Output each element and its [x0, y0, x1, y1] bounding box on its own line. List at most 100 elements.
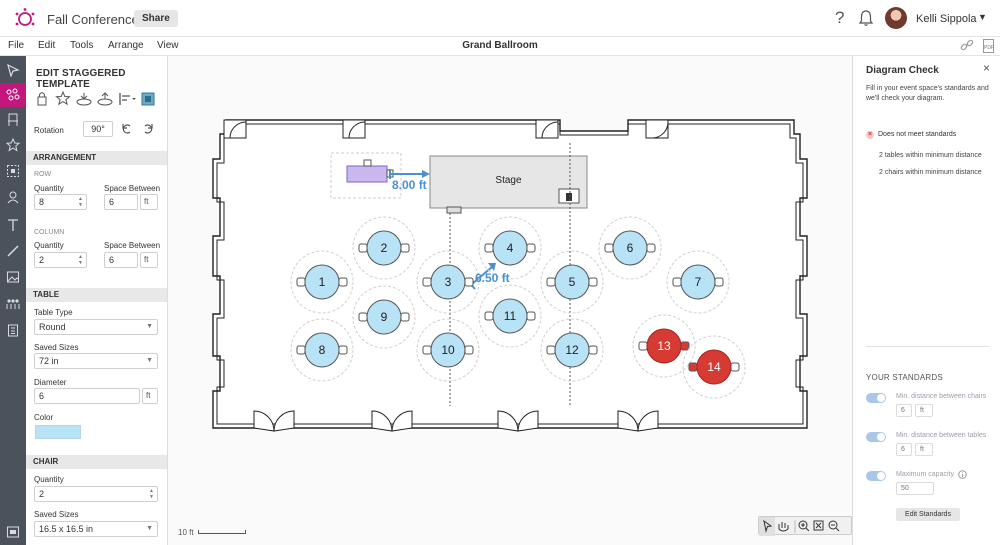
chair[interactable] — [296, 277, 306, 287]
table-top[interactable] — [304, 264, 340, 300]
round-table[interactable]: 4 — [478, 216, 542, 280]
chair[interactable] — [546, 345, 556, 355]
text-tool-icon[interactable] — [0, 213, 26, 237]
round-table[interactable]: 9 — [352, 285, 416, 349]
align-menu-icon[interactable] — [119, 93, 136, 105]
chair[interactable] — [714, 277, 724, 287]
chair[interactable] — [688, 362, 698, 372]
diameter-unit-select[interactable]: ft — [142, 388, 158, 404]
guests-tool-icon[interactable] — [0, 292, 26, 316]
table-distance-unit-select[interactable]: ft — [915, 443, 933, 456]
table-distance-toggle[interactable] — [866, 432, 886, 442]
round-table[interactable]: 11 — [478, 284, 542, 348]
table-top[interactable] — [304, 332, 340, 368]
chair[interactable] — [296, 345, 306, 355]
round-table[interactable]: 8 — [290, 318, 354, 382]
table-top[interactable] — [554, 264, 590, 300]
chair[interactable] — [672, 277, 682, 287]
round-table[interactable]: 13 — [632, 314, 696, 378]
chair[interactable] — [400, 312, 410, 322]
rotate-right-icon[interactable] — [141, 122, 155, 136]
capacity-toggle[interactable] — [866, 471, 886, 481]
chair[interactable] — [400, 243, 410, 253]
chair[interactable] — [604, 243, 614, 253]
row-space-unit-select[interactable]: ft — [140, 194, 158, 210]
image-tool-icon[interactable] — [0, 265, 26, 289]
round-table[interactable]: 10 — [416, 318, 480, 382]
menu-edit[interactable]: Edit — [38, 40, 56, 51]
chair[interactable] — [484, 311, 494, 321]
area-select-tool-icon[interactable] — [0, 159, 26, 183]
select-tool-icon[interactable] — [0, 58, 26, 82]
menu-tools[interactable]: Tools — [70, 40, 94, 51]
table-type-select[interactable]: Round▼ — [34, 319, 158, 335]
chair-distance-toggle[interactable] — [866, 393, 886, 403]
stepper-icon[interactable]: ▲▼ — [78, 196, 83, 208]
round-table[interactable]: 7 — [666, 250, 730, 314]
table-top[interactable] — [492, 298, 528, 334]
chair[interactable] — [358, 243, 368, 253]
info-icon[interactable] — [958, 470, 967, 479]
chair[interactable] — [338, 277, 348, 287]
link-icon[interactable] — [960, 38, 974, 52]
row-quantity-input[interactable]: 8▲▼ — [34, 194, 87, 210]
column-quantity-input[interactable]: 2▲▼ — [34, 252, 87, 268]
chair-tool-icon[interactable] — [0, 108, 26, 132]
chair[interactable] — [422, 345, 432, 355]
table-top[interactable] — [430, 332, 466, 368]
chair-quantity-input[interactable]: 2▲▼ — [34, 486, 158, 502]
rotate-left-icon[interactable] — [120, 122, 134, 136]
pointer-icon[interactable] — [763, 519, 773, 533]
table-distance-input[interactable]: 6 — [896, 443, 912, 456]
chair[interactable] — [646, 243, 656, 253]
column-space-unit-select[interactable]: ft — [140, 252, 158, 268]
table-top[interactable] — [492, 230, 528, 266]
avatar[interactable] — [885, 7, 907, 29]
rectangle-table[interactable] — [346, 165, 388, 183]
zoom-out-icon[interactable] — [828, 520, 840, 532]
chair-distance-input[interactable]: 6 — [896, 404, 912, 417]
round-table[interactable]: 3 — [416, 250, 480, 314]
edit-standards-button[interactable]: Edit Standards — [896, 508, 960, 521]
chair-align-icon[interactable] — [76, 93, 92, 106]
menu-view[interactable]: View — [157, 40, 179, 51]
favorite-star-icon[interactable] — [55, 90, 71, 106]
chair[interactable] — [526, 311, 536, 321]
person-pin-tool-icon[interactable] — [0, 185, 26, 209]
table-top[interactable] — [554, 332, 590, 368]
stepper-icon[interactable]: ▲▼ — [78, 254, 83, 266]
pdf-export-icon[interactable]: PDF — [983, 39, 994, 53]
bell-icon[interactable] — [857, 9, 875, 27]
chair[interactable] — [680, 341, 690, 351]
table-top[interactable] — [680, 264, 716, 300]
help-icon[interactable]: ? — [835, 8, 845, 27]
menu-arrange[interactable]: Arrange — [108, 40, 144, 51]
round-table[interactable]: 14 — [682, 335, 746, 399]
row-space-input[interactable]: 6 — [104, 194, 138, 210]
table-top[interactable] — [366, 299, 402, 335]
zoom-in-icon[interactable] — [798, 520, 810, 532]
chair[interactable] — [464, 277, 474, 287]
round-table[interactable]: 6 — [598, 216, 662, 280]
chair-saved-sizes-select[interactable]: 16.5 x 16.5 in▼ — [34, 521, 158, 537]
template-tool-icon[interactable] — [0, 83, 26, 107]
menu-file[interactable]: File — [8, 40, 25, 51]
diameter-input[interactable]: 6 — [34, 388, 140, 404]
star-tool-icon[interactable] — [0, 133, 26, 157]
table-saved-sizes-select[interactable]: 72 in▼ — [34, 353, 158, 369]
round-table[interactable]: 2 — [352, 216, 416, 280]
help-chat-icon[interactable] — [0, 520, 26, 544]
share-button[interactable]: Share — [134, 10, 178, 27]
chair[interactable] — [546, 277, 556, 287]
chair[interactable] — [526, 243, 536, 253]
chair[interactable] — [484, 243, 494, 253]
table-top[interactable] — [696, 349, 732, 385]
hand-pan-icon[interactable] — [778, 522, 789, 532]
round-table[interactable]: 12 — [540, 318, 604, 382]
chair[interactable] — [464, 345, 474, 355]
measure-tool-icon[interactable] — [0, 239, 26, 263]
user-name[interactable]: Kelli Sippola — [916, 13, 977, 25]
table-top[interactable] — [366, 230, 402, 266]
fit-screen-icon[interactable] — [813, 520, 824, 531]
